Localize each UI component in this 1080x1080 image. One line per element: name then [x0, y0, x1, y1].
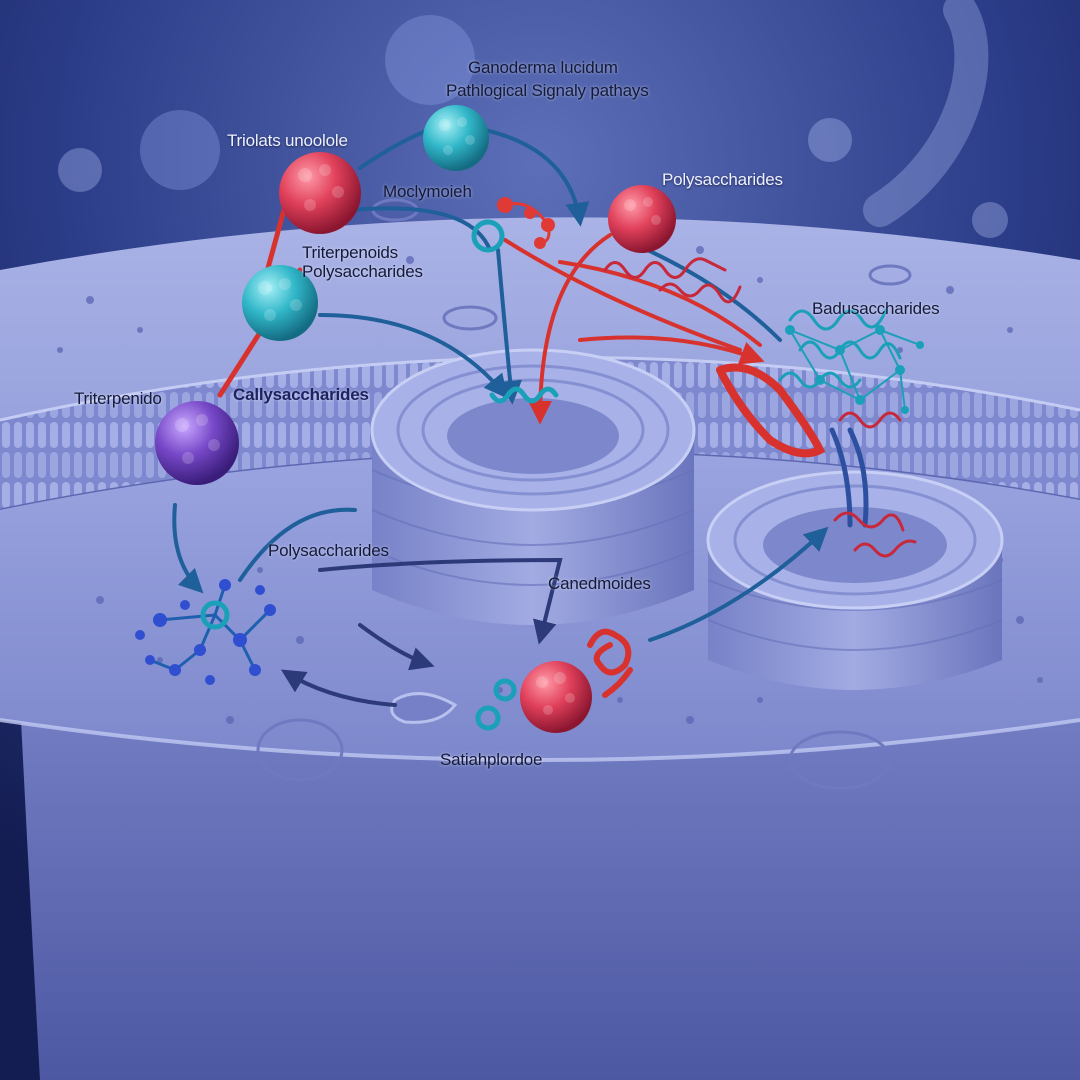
right-organelle: [706, 470, 1004, 690]
label-polysaccharides-mid: Polysaccharides: [268, 541, 389, 560]
label-triterpenido: Triterpenido: [74, 389, 162, 408]
label-triolats: Triolats unoolole: [227, 131, 348, 150]
label-callysaccharides: Callysaccharides: [233, 385, 369, 404]
molecule-red-top: [279, 152, 361, 234]
label-satiahplordoe: Satiahplordoe: [440, 750, 543, 769]
label-polysaccharides-top: Polysaccharides: [662, 170, 783, 189]
title-line-1: Ganoderma lucidum: [468, 58, 618, 77]
small-vesicle: [390, 692, 458, 724]
cyan-network: [785, 325, 924, 414]
central-organelle: [370, 348, 696, 625]
molecule-cyan-top: [423, 105, 489, 171]
label-badusaccharides: Badusaccharides: [812, 299, 940, 318]
label-polysaccharides-left: Polysaccharides: [302, 262, 423, 281]
molecule-red-bottom: [520, 661, 592, 733]
label-moclymoieh: Moclymoieh: [383, 182, 472, 201]
molecule-purple: [155, 401, 239, 485]
molecular-network: [135, 579, 276, 685]
background-bokeh: [58, 0, 1008, 238]
title-line-2: Pathlogical Signaly pathays: [446, 81, 649, 100]
protein-strands: [489, 257, 917, 698]
molecule-red-right: [608, 185, 676, 253]
label-triterpenoids: Triterpenoids: [302, 243, 398, 262]
molecule-cyan-left: [242, 265, 318, 341]
label-canedmoides: Canedmoides: [548, 574, 651, 593]
cell-wall: [20, 670, 1080, 1080]
receptor-rings: [471, 219, 517, 731]
